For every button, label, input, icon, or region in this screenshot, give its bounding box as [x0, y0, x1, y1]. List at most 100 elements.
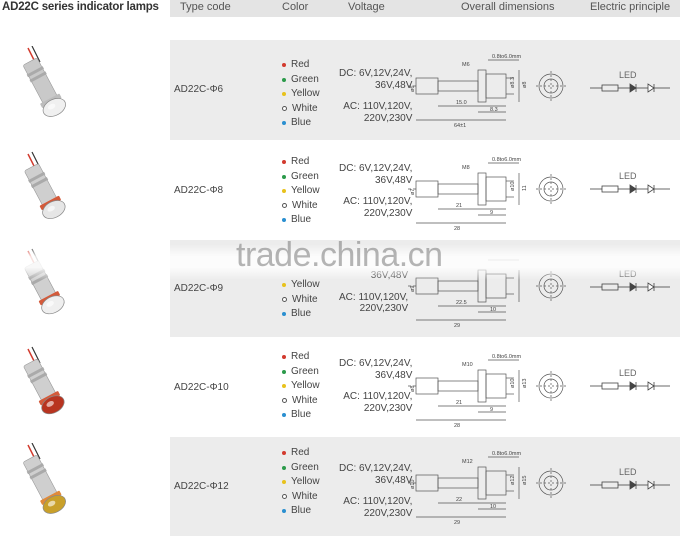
dim-thread-label: M12 — [462, 459, 473, 465]
dim-thread-label: M10 — [462, 362, 473, 368]
dim-c-label: 64±1 — [454, 123, 466, 129]
color-dot-icon — [282, 451, 286, 456]
color-label: Green — [291, 73, 319, 85]
dim-b-label: 21 — [456, 400, 462, 406]
color-dot-icon — [282, 369, 286, 374]
color-item: Green — [282, 461, 320, 476]
table-header: Type code Color Voltage Overall dimensio… — [170, 0, 680, 17]
color-dot-icon — [282, 283, 286, 288]
color-dot-icon — [282, 312, 286, 317]
color-item: White — [282, 394, 320, 409]
dim-plate-label: 0.8to6.0mm — [492, 54, 521, 60]
color-label: White — [292, 490, 318, 502]
indicator-lamp-image — [14, 442, 74, 525]
color-dot-icon — [282, 121, 286, 126]
dim-a-label: 10 — [490, 504, 496, 510]
color-dot-icon — [282, 174, 286, 179]
type-code: AD22C-Φ10 — [174, 382, 229, 393]
dim-f-label: ø8 — [522, 82, 528, 88]
color-label: Red — [291, 447, 310, 458]
color-label: Blue — [291, 117, 312, 128]
color-label: Green — [291, 461, 319, 473]
dim-a-label: 8.3 — [490, 107, 498, 113]
dim-e-label: ø12 — [510, 476, 516, 485]
color-label: White — [292, 394, 318, 406]
watermark-blur — [0, 244, 680, 280]
color-dot-icon — [282, 63, 286, 68]
color-label: Blue — [291, 505, 312, 516]
row-background — [170, 437, 680, 536]
dim-e-label: ø8.3 — [510, 77, 516, 88]
color-item: Yellow — [282, 475, 320, 490]
voltage-line: 220V,230V — [363, 207, 413, 219]
color-dot-icon — [282, 355, 286, 360]
dim-e-label: ø10 — [510, 379, 516, 388]
color-dot-icon — [282, 189, 286, 194]
color-item: Blue — [282, 307, 320, 322]
color-label: Green — [291, 365, 319, 377]
color-item: Red — [282, 446, 320, 461]
dim-c-label: 28 — [454, 423, 460, 429]
column-header-voltage: Voltage — [348, 1, 385, 13]
type-code: AD22C-Φ9 — [174, 282, 224, 294]
row-background — [170, 40, 680, 140]
color-dot-icon — [282, 384, 286, 389]
color-item: Red — [282, 58, 320, 73]
color-label: Blue — [291, 214, 312, 225]
color-label: Green — [291, 170, 319, 182]
voltage-line: 36V,48V — [374, 174, 413, 186]
column-header-electric: Electric principle — [590, 1, 671, 13]
column-header-color: Color — [282, 1, 309, 13]
led-label: LED — [619, 368, 637, 378]
dimension-drawing: M10 0.8to6.0mm 9 21 28 ø8 ø10 ø13 — [404, 348, 584, 429]
color-dot-icon — [282, 92, 286, 97]
color-label: Blue — [291, 308, 312, 319]
dim-plate-label: 0.8to6.0mm — [492, 451, 521, 457]
color-item: Green — [282, 365, 320, 380]
led-label: LED — [619, 467, 637, 477]
dim-c-label: 29 — [454, 520, 460, 526]
led-circuit-diagram: LED — [590, 366, 680, 396]
color-item: Blue — [282, 116, 320, 131]
color-dot-icon — [282, 297, 287, 303]
color-dot-icon — [282, 160, 286, 165]
dim-b-label: 22.5 — [456, 300, 467, 306]
type-code: AD22C-Φ12 — [174, 480, 229, 492]
dim-thread-label: M8 — [462, 165, 470, 171]
voltage-line: 36V,48V — [374, 474, 413, 486]
voltage-line: 220V,230V — [359, 303, 409, 314]
color-item: Blue — [282, 408, 320, 423]
color-label: Yellow — [291, 185, 320, 196]
dim-plate-label: 0.8to6.0mm — [492, 354, 521, 360]
color-dot-icon — [282, 413, 286, 418]
color-label: White — [292, 102, 318, 114]
voltage-line: AC: 110V,120V, — [343, 196, 413, 207]
voltage-line: 36V,48V — [374, 79, 413, 91]
type-code: AD22C-Φ6 — [174, 84, 224, 95]
voltage-line: AC: 110V,120V, — [339, 291, 409, 303]
dim-a-label: 9 — [490, 407, 493, 413]
color-label: Red — [291, 59, 310, 70]
dim-e-label: ø10 — [510, 182, 516, 191]
color-item: Red — [282, 350, 320, 365]
color-label: Yellow — [291, 279, 320, 290]
dim-d-label: ø8 — [410, 386, 416, 392]
dim-d-label: ø10 — [410, 480, 416, 489]
color-item: Green — [282, 73, 320, 88]
column-header-type-code: Type code — [180, 1, 231, 13]
dim-f-label: 11 — [522, 185, 528, 191]
led-circuit-diagram: LED — [590, 68, 680, 98]
led-label: LED — [619, 70, 637, 80]
dim-d-label: ø7 — [410, 189, 416, 195]
color-item: White — [282, 293, 320, 308]
voltage-line: DC: 6V,12V,24V, — [339, 358, 413, 369]
color-dot-icon — [282, 480, 286, 485]
